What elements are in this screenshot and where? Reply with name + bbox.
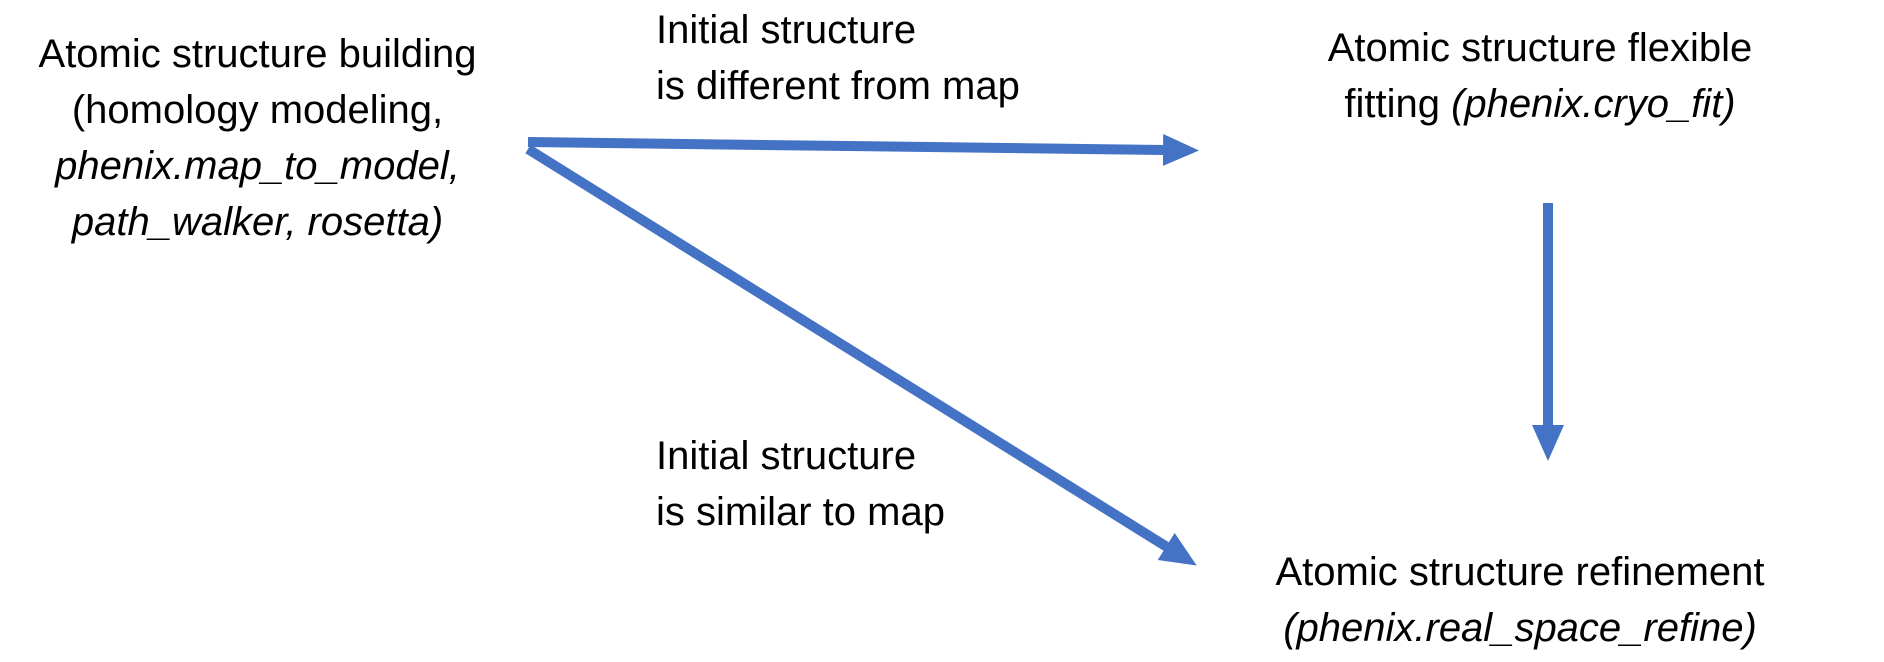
node-structure-refinement-line2-command: (phenix.real_space_refine): [1283, 606, 1757, 650]
node-flexible-fitting-line2: fitting (phenix.cryo_fit): [1240, 76, 1840, 132]
label-different-line1: Initial structure: [656, 8, 917, 52]
node-structure-building: Atomic structure building (homology mode…: [0, 26, 515, 250]
node-structure-refinement-line1: Atomic structure refinement: [1275, 550, 1765, 594]
node-structure-building-line1: Atomic structure building: [38, 32, 477, 76]
label-different-line2: is different from map: [656, 64, 1020, 108]
arrow-building-to-refinement: [525, 144, 1197, 566]
arrow-building-to-fitting: [527, 133, 1199, 166]
label-similar-line2: is similar to map: [656, 490, 945, 534]
node-structure-building-line2: (homology modeling,: [71, 88, 444, 132]
node-structure-refinement: Atomic structure refinement (phenix.real…: [1200, 544, 1840, 656]
node-flexible-fitting: Atomic structure flexible fitting (pheni…: [1240, 20, 1840, 132]
node-structure-building-line4: path_walker, rosetta): [71, 200, 444, 244]
node-flexible-fitting-line1: Atomic structure flexible: [1327, 26, 1753, 70]
label-similar-line1: Initial structure: [656, 434, 917, 478]
label-initial-structure-similar: Initial structure is similar to map: [656, 428, 945, 540]
node-flexible-fitting-line2-prefix: fitting: [1344, 82, 1452, 126]
node-flexible-fitting-line2-command: (phenix.cryo_fit): [1451, 82, 1736, 126]
label-initial-structure-different: Initial structure is different from map: [656, 2, 1020, 114]
node-structure-building-line3: phenix.map_to_model,: [55, 144, 460, 188]
